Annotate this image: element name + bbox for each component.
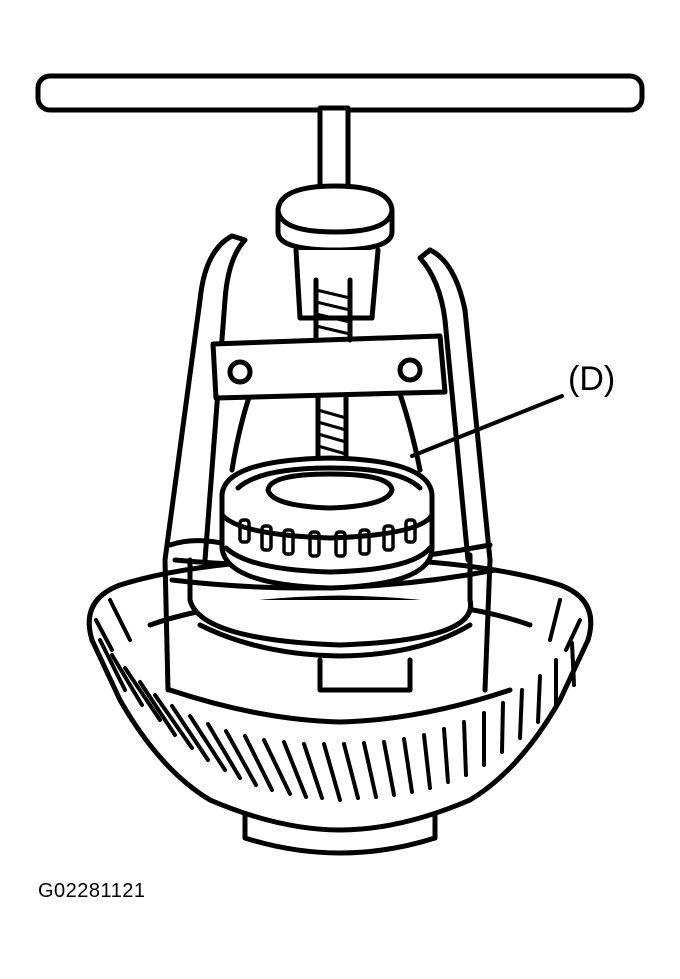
puller-frame [162, 233, 498, 693]
t-handle [35, 73, 645, 211]
puller-screw [275, 183, 395, 473]
bearing [219, 455, 435, 591]
differential-case [187, 552, 474, 693]
callout-label-d: (D) [568, 360, 616, 398]
figure-code: G02281121 [38, 880, 146, 902]
callout-leader-line [410, 394, 564, 458]
puller-crossbar [210, 333, 448, 401]
